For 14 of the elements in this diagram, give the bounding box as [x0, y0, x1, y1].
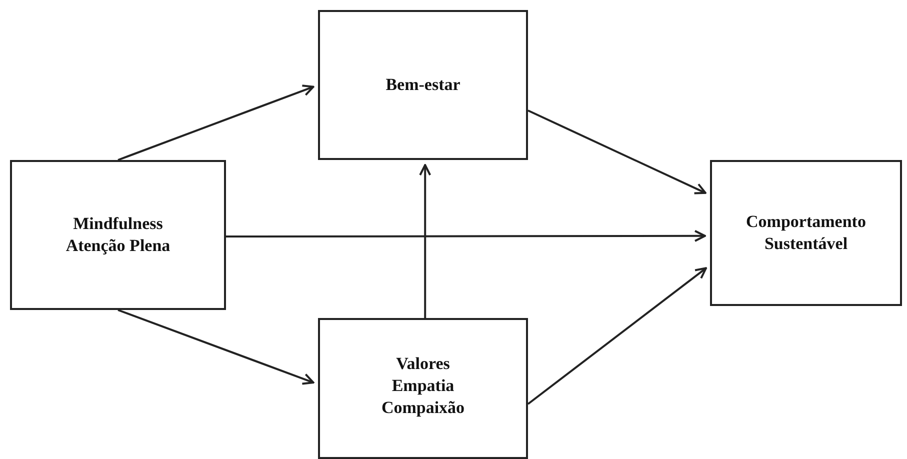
arrow — [419, 164, 432, 318]
arrow — [226, 230, 706, 242]
process-box — [318, 318, 528, 459]
arrow — [527, 267, 708, 405]
process-box — [10, 160, 226, 310]
box-label: Mindfulness Atenção Plena — [64, 212, 172, 257]
box-label: Bem-estar — [384, 74, 462, 96]
box-label: Comportamento Sustentável — [745, 210, 867, 255]
arrow — [118, 309, 314, 385]
process-box — [318, 10, 528, 160]
arrow — [118, 84, 314, 161]
process-box — [710, 160, 902, 306]
box-label: Valores Empatia Compaixão — [380, 352, 466, 420]
arrow — [528, 110, 706, 194]
